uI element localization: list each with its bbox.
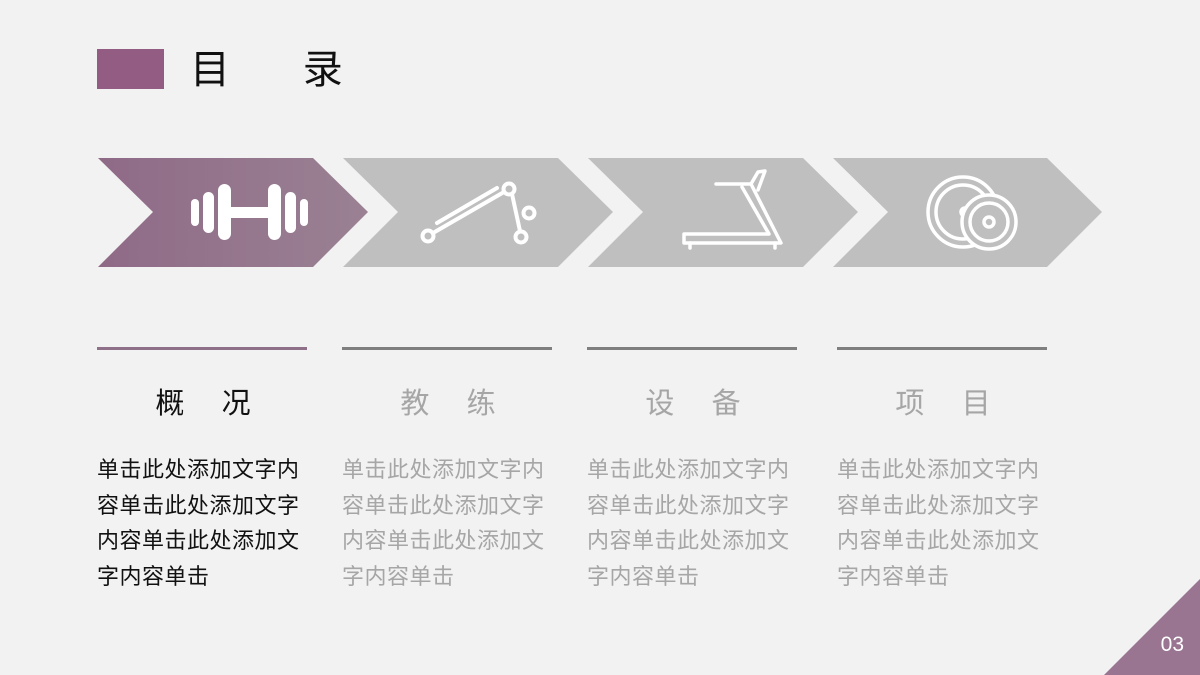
step-column-2: 教 练 单击此处添加文字内容单击此处添加文字内容单击此处添加文字内容单击 xyxy=(342,347,554,595)
step-divider xyxy=(587,347,797,350)
page-number: 03 xyxy=(1160,633,1184,656)
step-description[interactable]: 单击此处添加文字内容单击此处添加文字内容单击此处添加文字内容单击 xyxy=(342,458,545,590)
step-arrow-4[interactable] xyxy=(833,158,1102,267)
step-arrow-2[interactable] xyxy=(343,158,613,267)
step-arrow-1[interactable] xyxy=(98,158,368,267)
step-divider xyxy=(837,347,1047,350)
step-description[interactable]: 单击此处添加文字内容单击此处添加文字内容单击此处添加文字内容单击 xyxy=(587,458,790,590)
step-heading: 概 况 xyxy=(155,386,265,420)
step-description[interactable]: 单击此处添加文字内容单击此处添加文字内容单击此处添加文字内容单击 xyxy=(837,458,1040,590)
step-column-4: 项 目 单击此处添加文字内容单击此处添加文字内容单击此处添加文字内容单击 xyxy=(837,347,1049,595)
weight-plates-icon xyxy=(926,175,1018,251)
step-column-3: 设 备 单击此处添加文字内容单击此处添加文字内容单击此处添加文字内容单击 xyxy=(587,347,799,595)
step-divider xyxy=(97,347,307,350)
page-title: 目 录 xyxy=(190,47,373,93)
step-heading: 教 练 xyxy=(400,386,510,420)
step-description[interactable]: 单击此处添加文字内容单击此处添加文字内容单击此处添加文字内容单击 xyxy=(97,458,300,590)
dumbbell-icon xyxy=(191,184,308,240)
step-arrow-3[interactable] xyxy=(588,158,858,267)
page-corner-triangle xyxy=(1104,579,1200,675)
step-heading: 设 备 xyxy=(645,386,755,420)
title-accent-block xyxy=(97,49,164,89)
step-divider xyxy=(342,347,552,350)
coach-exercise-icon xyxy=(420,181,537,245)
step-heading: 项 目 xyxy=(895,386,1005,420)
treadmill-icon xyxy=(682,169,783,250)
step-column-1: 概 况 单击此处添加文字内容单击此处添加文字内容单击此处添加文字内容单击 xyxy=(97,347,309,595)
